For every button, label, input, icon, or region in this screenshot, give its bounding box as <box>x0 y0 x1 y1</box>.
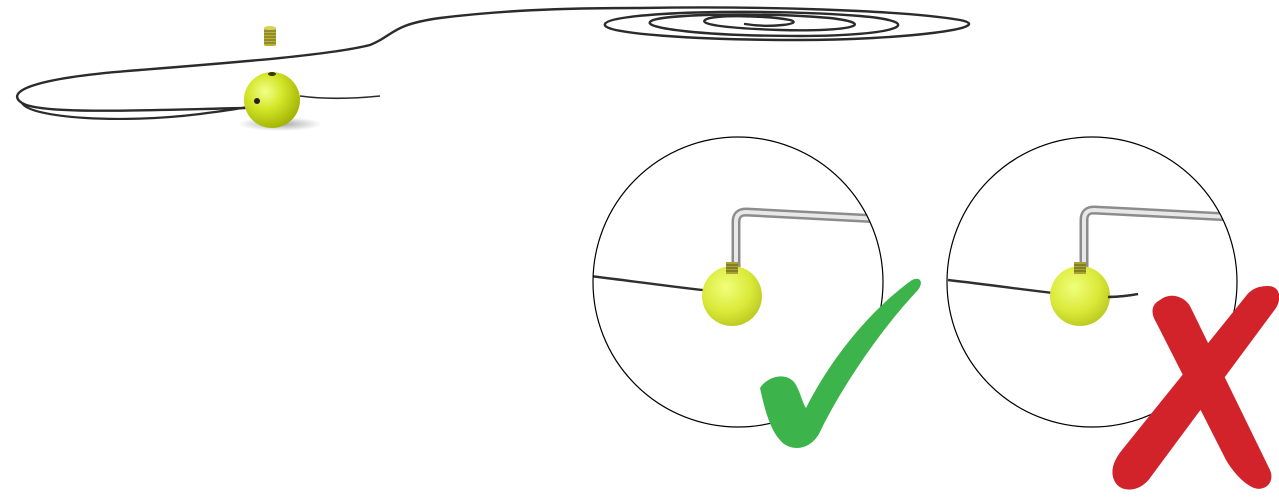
detail-set-screw-incorrect <box>1074 262 1086 274</box>
detail-wire-correct <box>593 274 721 294</box>
bead-ball <box>244 72 300 128</box>
detail-incorrect <box>946 136 1238 428</box>
wire-to-ball <box>299 95 381 100</box>
detail-circle-incorrect <box>946 136 1238 428</box>
detail-set-screw-correct <box>726 262 738 274</box>
detail-ball-incorrect <box>1050 266 1110 326</box>
wire-loop <box>20 101 252 121</box>
set-screw-icon <box>264 26 276 46</box>
overview-assembly <box>16 6 970 131</box>
ball-side-hole <box>254 98 260 104</box>
wire-cable <box>16 6 970 112</box>
hex-key-incorrect <box>1079 205 1237 268</box>
detail-circle-correct <box>592 136 884 428</box>
detail-correct <box>592 136 884 428</box>
detail-ball-correct <box>702 266 762 326</box>
hex-key-correct <box>731 207 883 270</box>
ball-top-hole <box>268 72 276 76</box>
check-mark-icon <box>760 278 921 448</box>
cross-mark-icon <box>1112 286 1279 490</box>
